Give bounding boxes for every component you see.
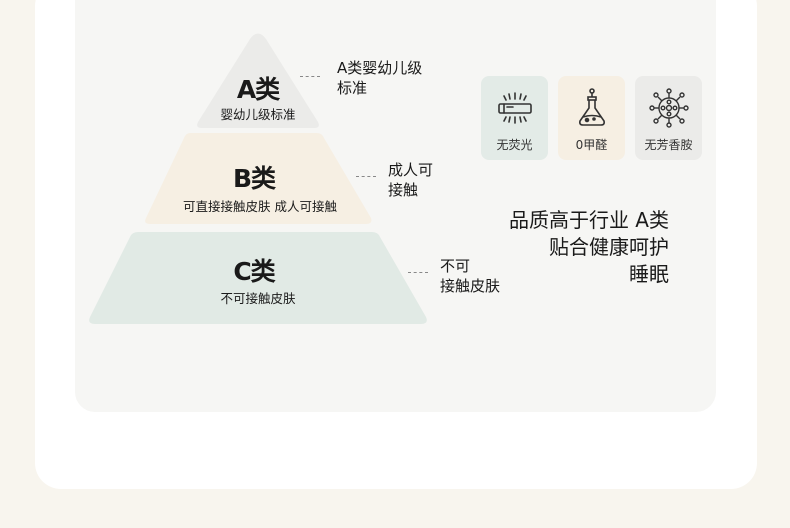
slogan-line3: 睡眠 — [629, 262, 669, 286]
fluorescent-lamp-icon — [497, 92, 532, 124]
tier-b-note-line2: 接触 — [388, 181, 419, 199]
connector-b — [356, 176, 376, 177]
feature-label: 无荧光 — [496, 138, 533, 152]
tier-a-subtitle: 婴幼儿级标准 — [220, 107, 296, 122]
slogan: 品质高于行业 A类 贴合健康呵护 睡眠 — [509, 207, 669, 288]
flask-icon — [578, 88, 605, 126]
tier-b-note-line1: 成人可 — [388, 161, 434, 179]
tier-a-title: A类 — [236, 75, 280, 104]
tier-c-note-line2: 接触皮肤 — [440, 277, 501, 295]
tier-c-subtitle: 不可接触皮肤 — [220, 291, 296, 306]
pyramid-tier-a — [197, 33, 319, 128]
slogan-line2: 贴合健康呵护 — [549, 235, 669, 259]
pyramid-tier-c — [89, 232, 427, 324]
feature-no-aromatic-amine: 无芳香胺 — [635, 76, 702, 160]
feature-no-fluorescence: 无荧光 — [481, 76, 548, 160]
tier-a-note: A类婴幼儿级 标准 — [337, 58, 422, 98]
feature-zero-formaldehyde: 0甲醛 — [558, 76, 625, 160]
feature-label: 无芳香胺 — [644, 138, 693, 152]
tier-c-title: C类 — [233, 257, 275, 286]
tier-a-note-line1: A类婴幼儿级 — [337, 59, 423, 77]
connector-c — [408, 272, 428, 273]
feature-label: 0甲醛 — [575, 138, 608, 152]
tier-b-subtitle: 可直接接触皮肤 成人可接触 — [183, 199, 337, 214]
connector-a — [300, 76, 320, 77]
tier-b-note: 成人可 接触 — [388, 160, 433, 200]
tier-c-note-line1: 不可 — [440, 257, 471, 275]
tier-b-title: B类 — [232, 164, 276, 193]
tier-c-note: 不可 接触皮肤 — [440, 256, 500, 296]
tier-a-note-line2: 标准 — [337, 79, 368, 97]
slogan-line1: 品质高于行业 A类 — [508, 208, 669, 232]
pyramid-tier-b — [145, 133, 372, 224]
molecule-icon — [648, 88, 689, 128]
